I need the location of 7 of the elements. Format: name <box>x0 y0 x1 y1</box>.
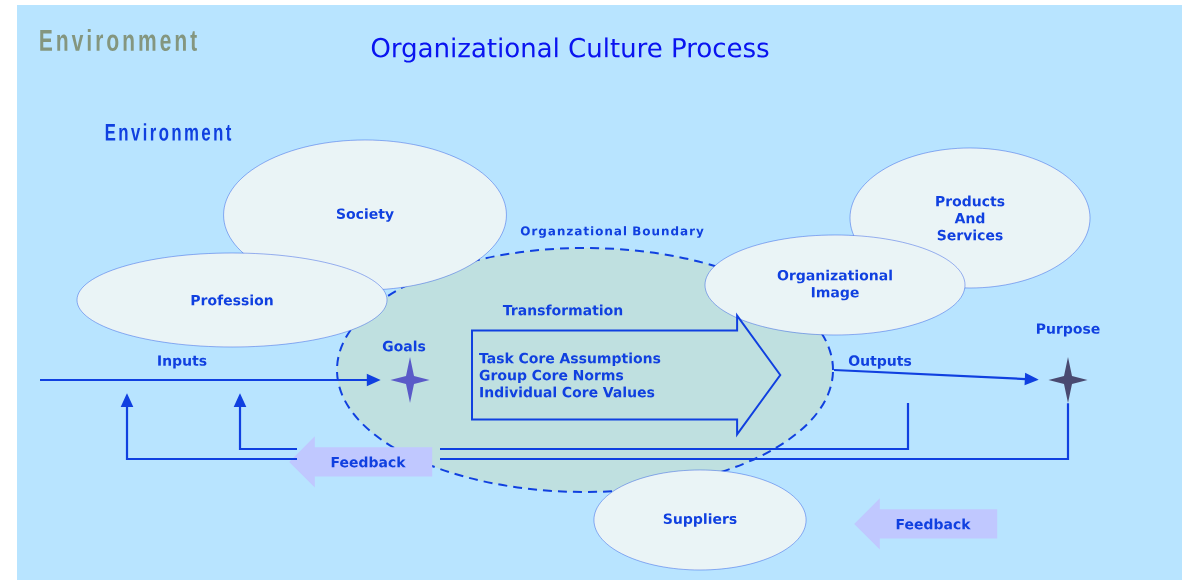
boundary-label: Organzational Boundary <box>520 226 704 238</box>
title: Organizational Culture Process <box>371 37 769 63</box>
edge-label: Inputs <box>158 355 207 369</box>
heading: Environment <box>105 123 232 141</box>
faded-heading: Environment <box>40 29 197 51</box>
star-label: Purpose <box>1037 323 1100 337</box>
edge-label: Outputs <box>848 355 912 369</box>
